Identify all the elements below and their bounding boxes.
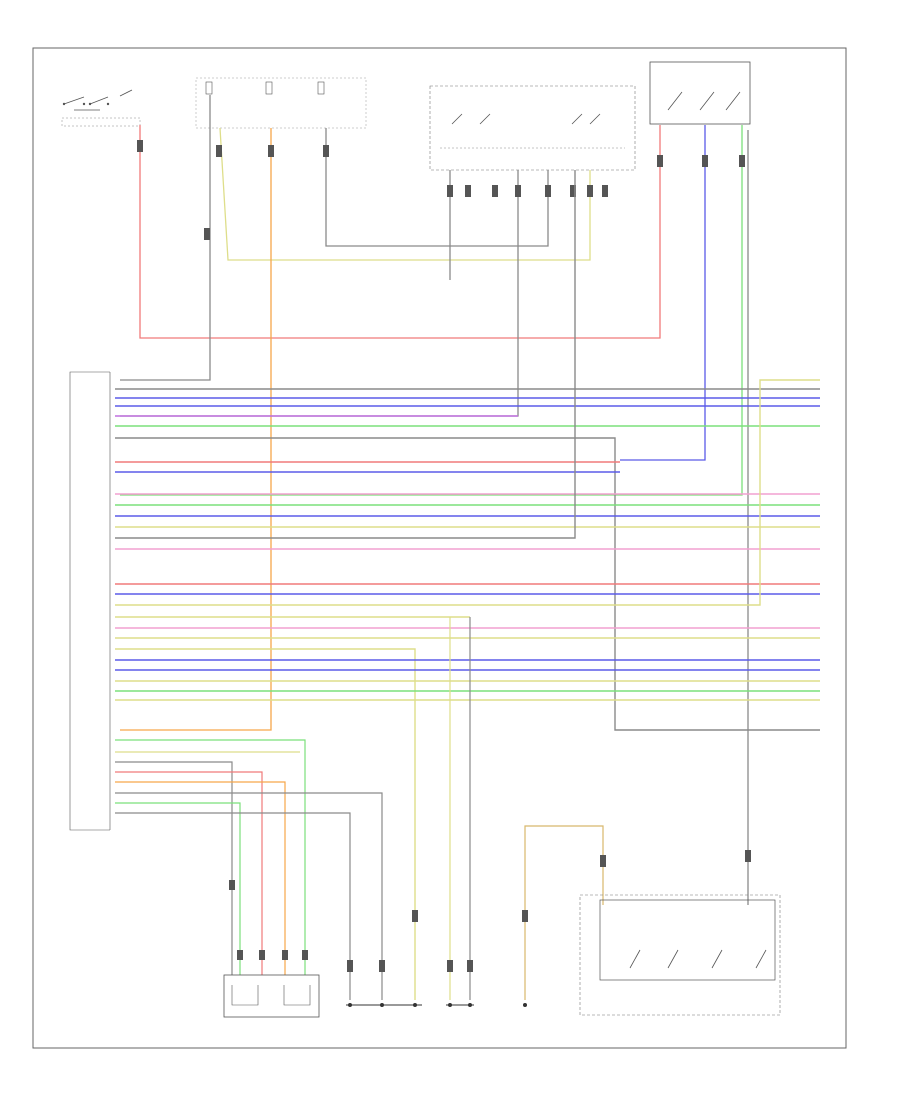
wire-orange-main — [120, 128, 272, 731]
ground-2 — [446, 1003, 474, 1007]
connector-marks — [137, 140, 745, 240]
vertical-wires-top — [120, 95, 749, 905]
ecm-outline — [69, 371, 111, 831]
lower-wires — [115, 617, 604, 1000]
wire-green-relay — [120, 125, 743, 496]
junction-block — [429, 85, 636, 171]
harness-lines — [115, 170, 820, 1000]
throttle-motor — [223, 974, 320, 1018]
fuse-a — [205, 81, 213, 95]
diagram-frame — [32, 47, 847, 1049]
ignition-switch-area — [61, 89, 141, 127]
wire-blue-relay — [620, 125, 706, 461]
wire-gray-jb2 — [120, 170, 519, 417]
wire-gray-fuse-a — [120, 95, 211, 381]
cruise-switch-assembly — [579, 894, 781, 1016]
wire-red-left — [139, 125, 661, 339]
fuse-box-outline — [195, 77, 367, 129]
wire-yellow-fuse — [219, 127, 591, 261]
fuse-b — [265, 81, 273, 95]
cruise-relay — [649, 61, 751, 125]
lower-connector-marks — [229, 850, 751, 972]
fuse-c — [317, 81, 325, 95]
wire-gray-fuse-c — [325, 128, 549, 247]
ground-3 — [523, 1003, 527, 1007]
ground-1 — [346, 1003, 422, 1007]
